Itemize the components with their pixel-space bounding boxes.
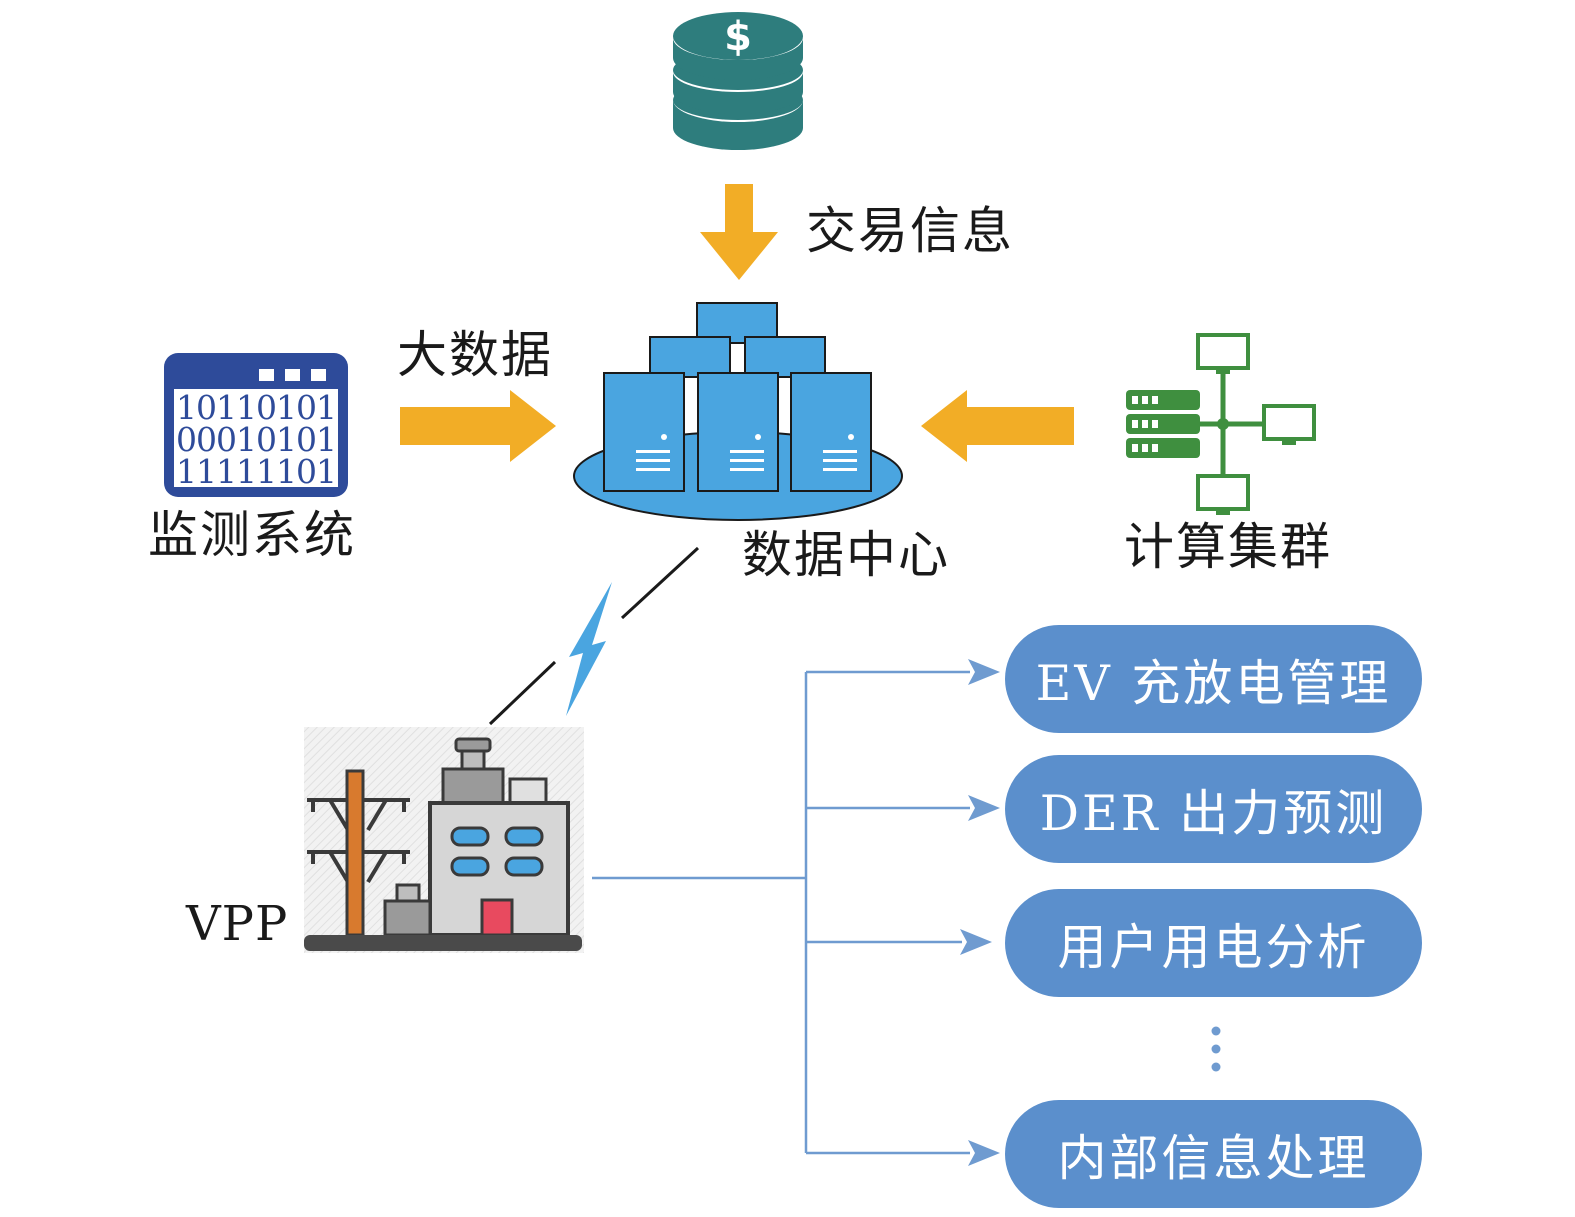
monitor-system-label: 监测系统 — [148, 506, 356, 564]
compute-network-icon — [1126, 333, 1316, 515]
binary-data-text: 10110101 00010101 11111101 — [175, 388, 337, 491]
trade-info-arrow — [700, 184, 778, 280]
function-user-consumption: 用户用电分析 — [1005, 889, 1422, 997]
function-connectors — [592, 659, 1000, 1166]
function-internal-info: 内部信息处理 — [1005, 1100, 1422, 1208]
compute-cluster-label: 计算集群 — [1124, 518, 1332, 576]
power-plant-icon — [304, 727, 584, 953]
vpp-label: VPP — [186, 896, 289, 952]
wireless-lightning-icon — [566, 582, 612, 716]
big-data-label: 大数据 — [397, 326, 553, 384]
coin-stack-icon: $ — [673, 12, 803, 150]
binary-line: 00010101 — [176, 420, 337, 459]
wireless-link — [488, 546, 700, 726]
binary-line: 11111101 — [176, 452, 337, 491]
svg-text:$: $ — [724, 14, 752, 60]
trade-info-label: 交易信息 — [806, 202, 1014, 260]
data-center-label: 数据中心 — [742, 526, 950, 584]
function-der-forecast: DER 出力预测 — [1005, 755, 1422, 863]
big-data-arrow — [400, 390, 556, 462]
compute-arrow — [921, 390, 1074, 462]
more-items-ellipsis — [1211, 1026, 1221, 1072]
function-ev-charging: EV 充放电管理 — [1005, 625, 1422, 733]
binary-data-window-icon — [164, 353, 348, 497]
binary-line: 10110101 — [176, 388, 337, 427]
server-cluster-icon — [573, 302, 903, 521]
